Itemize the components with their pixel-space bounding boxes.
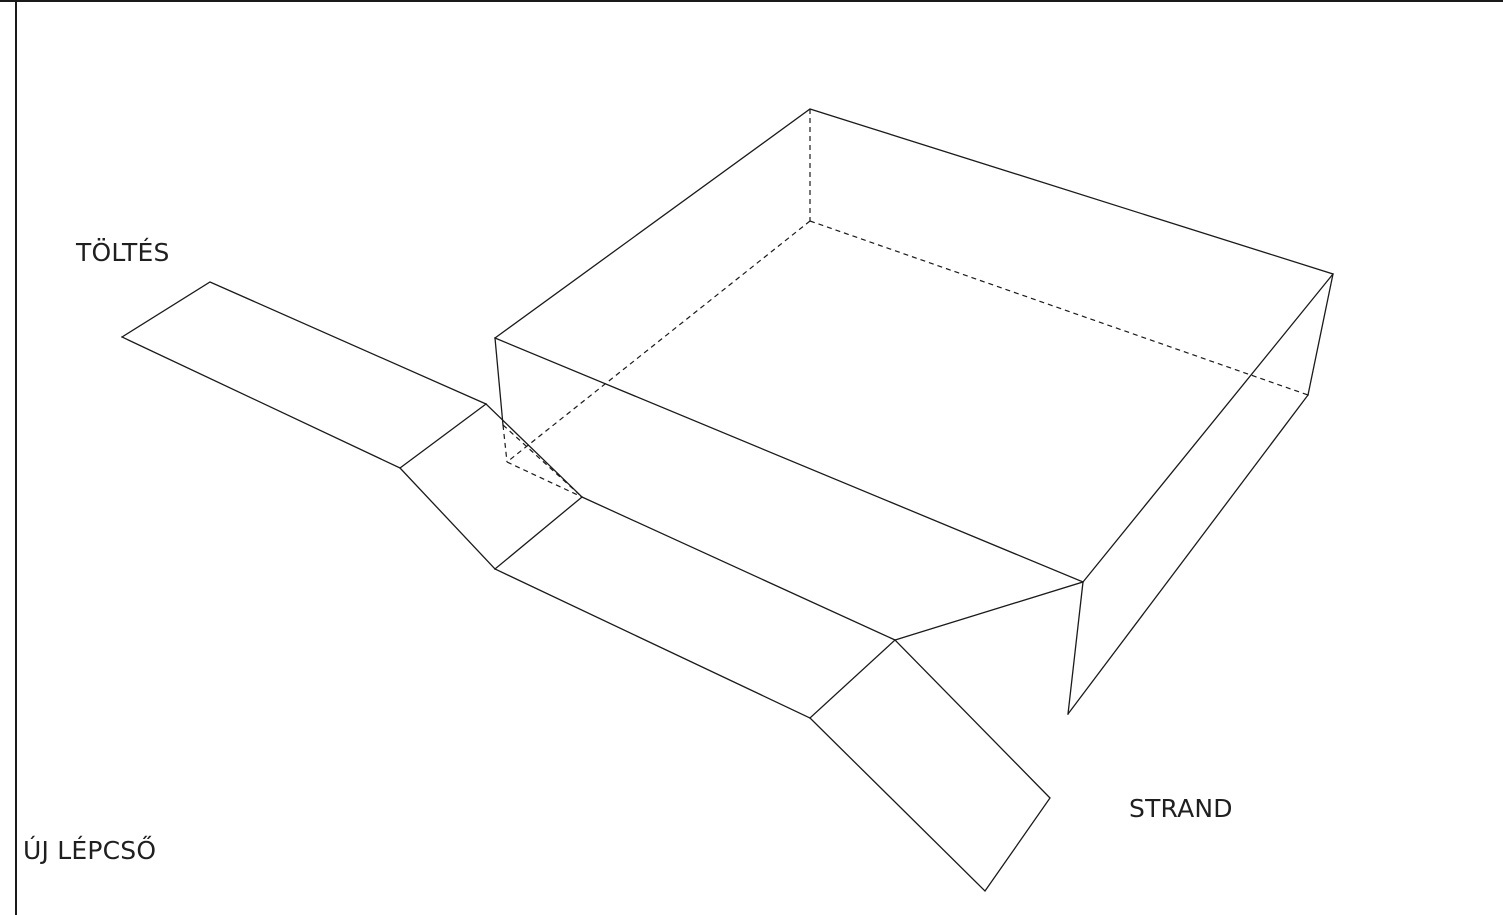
lower-stair-flight [809,639,1051,893]
upper-stair-flight [399,403,583,570]
box-structure [494,108,1335,715]
label-new-stairs: ÚJ LÉPCSŐ [23,835,156,865]
middle-landing [494,496,896,719]
upper-walkway [121,281,487,469]
label-beach: STRAND [1129,794,1233,823]
label-embankment: TÖLTÉS [75,238,170,267]
box-hidden-edges [502,109,1309,498]
